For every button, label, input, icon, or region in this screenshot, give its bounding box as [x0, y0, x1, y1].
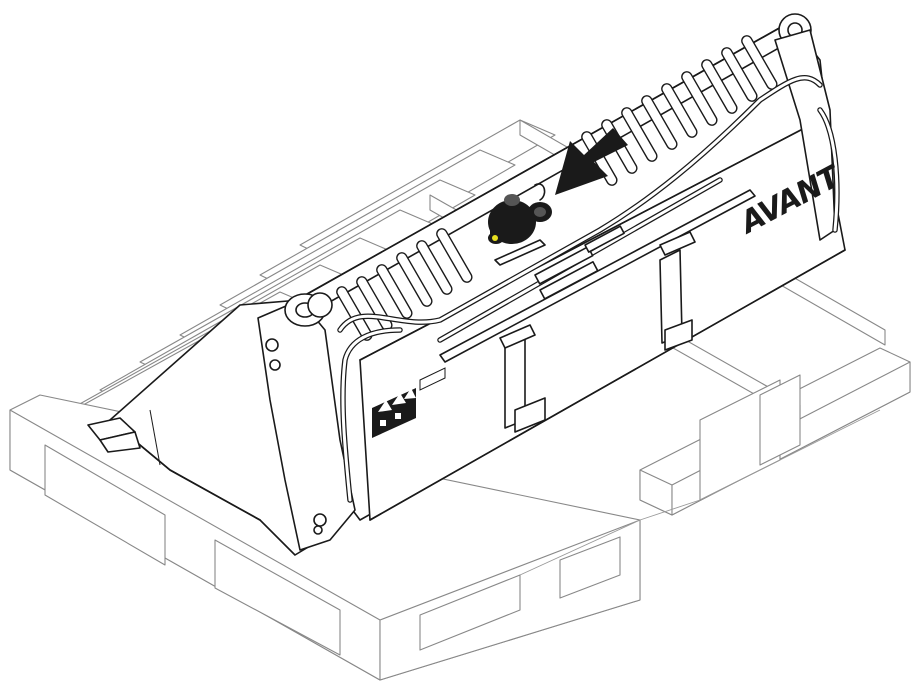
back-plate-slots: [336, 35, 778, 341]
arrow-icon: [555, 128, 628, 195]
support-legs: [499, 231, 696, 433]
loader-bucket: AVANT: [87, 13, 848, 556]
hose-valve-blocks: [534, 225, 625, 300]
warning-decal: [372, 388, 416, 438]
hydraulic-quick-coupler: [488, 183, 552, 266]
